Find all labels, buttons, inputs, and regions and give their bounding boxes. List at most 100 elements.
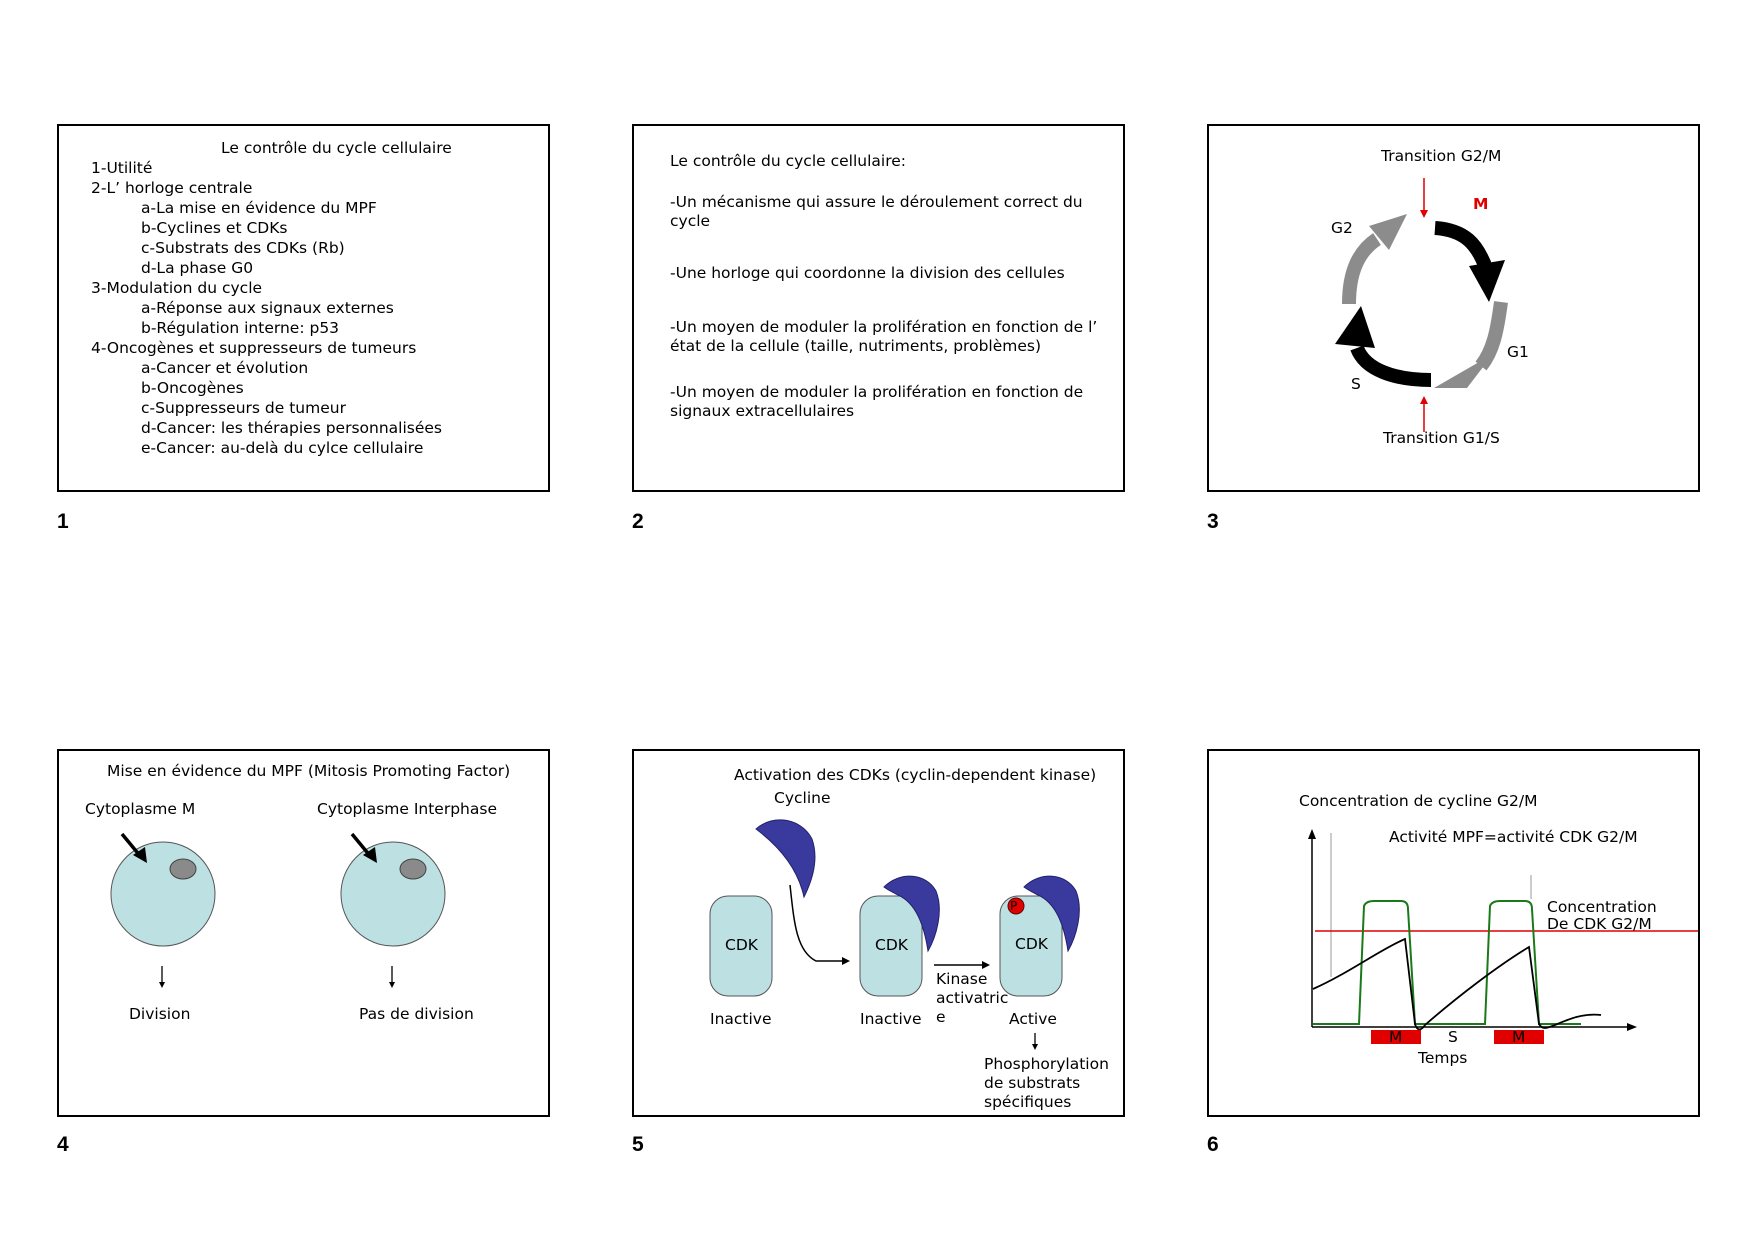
injection-arrowhead-interphase [363, 847, 377, 863]
slide-2-title: Le contrôle du cycle cellulaire: [670, 152, 906, 170]
outline-item: d-Cancer: les thérapies personnalisées [141, 419, 443, 437]
outline-item: d-La phase G0 [141, 259, 254, 277]
cyclin-bound-2 [1023, 875, 1080, 953]
slide-number-5: 5 [632, 1133, 644, 1156]
slide-2-point-4: -Un moyen de moduler la prolifération en… [670, 383, 1084, 420]
phase-g2-arrow [1342, 233, 1382, 305]
injection-arrowhead-m [133, 847, 147, 863]
outline-item: b-Régulation interne: p53 [141, 319, 340, 337]
active-label: Active [1009, 1010, 1057, 1028]
slide-5-title: Activation des CDKs (cyclin-dependent ki… [734, 766, 1097, 784]
nucleus-interphase [399, 858, 427, 880]
mpf-series-label: Activité MPF=activité CDK G2/M [1389, 828, 1638, 846]
slide-4-title: Mise en évidence du MPF (Mitosis Promoti… [107, 762, 511, 780]
outline-item: a-La mise en évidence du MPF [141, 199, 377, 217]
slide-1: Le contrôle du cycle cellulaire 1-Utilit… [57, 124, 550, 492]
result-line-2: de substrats [984, 1074, 1081, 1092]
mpf-activity-line [1313, 900, 1581, 1025]
x-axis-arrowhead [1627, 1023, 1637, 1031]
cdk-label-1: CDK [725, 936, 758, 954]
cdk-label-3: CDK [1015, 935, 1048, 953]
slide-1-title: Le contrôle du cycle cellulaire [221, 139, 452, 157]
transition-g2m-arrowhead [1420, 210, 1428, 218]
outline-item: b-Oncogènes [141, 379, 244, 397]
outline-item: c-Substrats des CDKs (Rb) [141, 239, 345, 257]
cdk-inactive-1 [709, 895, 773, 997]
slide-4: Mise en évidence du MPF (Mitosis Promoti… [57, 749, 550, 1117]
phase-g1-label: G1 [1507, 343, 1529, 361]
slide-2-point-3: -Un moyen de moduler la prolifération en… [670, 318, 1098, 355]
cdk-activation-diagram [709, 819, 1080, 1050]
cyclin-bound-1 [883, 875, 940, 953]
slide-number-1: 1 [57, 510, 69, 533]
phase-g1-arrowhead [1434, 354, 1493, 388]
outline-item: b-Cyclines et CDKs [141, 219, 288, 237]
slide-2: Le contrôle du cycle cellulaire: -Un méc… [632, 124, 1125, 492]
cycline-series-label: Concentration de cycline G2/M [1299, 792, 1538, 810]
kinase-label-1: Kinase [936, 970, 988, 988]
phosphate-label: P [1010, 899, 1018, 913]
transition-g1s-arrowhead [1420, 396, 1428, 404]
outline-item: 4-Oncogènes et suppresseurs de tumeurs [91, 339, 417, 357]
slide-number-3: 3 [1207, 510, 1219, 533]
slide-number-4: 4 [57, 1133, 69, 1156]
mpf-oscillation-chart [1308, 829, 1698, 1044]
cytoplasm-interphase-label: Cytoplasme Interphase [317, 800, 497, 818]
slide-6: Concentration de cycline G2/M Activité M… [1207, 749, 1700, 1117]
inactive-label-1: Inactive [710, 1010, 772, 1028]
phase-m-label-1: M [1389, 1028, 1403, 1046]
slide-2-point-2: -Une horloge qui coordonne la division d… [670, 264, 1065, 282]
outline-item: a-Réponse aux signaux externes [141, 299, 394, 317]
binding-arrow [789, 884, 846, 962]
transition-g1s-label: Transition G1/S [1383, 429, 1500, 447]
kinase-label-3: e [936, 1008, 946, 1026]
kinase-arrowhead [982, 961, 990, 969]
cdk-active [999, 895, 1063, 997]
transition-g2m-label: Transition G2/M [1381, 147, 1502, 165]
kinase-label-2: activatric [936, 989, 1009, 1007]
cdk-series-label-1: Concentration [1547, 898, 1657, 916]
phase-m-bar-1 [1371, 1030, 1421, 1044]
y-axis-arrowhead [1308, 829, 1316, 839]
result-line-1: Phosphorylation [984, 1055, 1109, 1073]
result-arrowhead-interphase [389, 982, 395, 988]
cell-cycle-diagram [1335, 178, 1508, 432]
phosphate-badge [1007, 897, 1025, 915]
phase-s-label: S [1448, 1028, 1458, 1046]
slide-number-6: 6 [1207, 1133, 1219, 1156]
result-line-3: spécifiques [984, 1093, 1072, 1111]
x-axis-label: Temps [1418, 1049, 1468, 1067]
result-arrowhead-m [159, 982, 165, 988]
phase-m-label: M [1473, 195, 1489, 213]
outline-item: e-Cancer: au-delà du cylce cellulaire [141, 439, 424, 457]
cdk-label-2: CDK [875, 936, 908, 954]
cdk-series-label-2: De CDK G2/M [1547, 915, 1652, 933]
result-arrowhead [1032, 1044, 1038, 1050]
cycline-label: Cycline [774, 789, 831, 807]
inactive-label-2: Inactive [860, 1010, 922, 1028]
mpf-diagram [110, 832, 446, 988]
phase-m-arrowhead [1469, 260, 1505, 302]
phase-s-label: S [1351, 375, 1361, 393]
phase-m-arrow [1434, 221, 1493, 271]
phase-g2-arrowhead [1369, 214, 1407, 250]
slide-5: Activation des CDKs (cyclin-dependent ki… [632, 749, 1125, 1117]
cdk-inactive-2 [859, 895, 923, 997]
outline-item: c-Suppresseurs de tumeur [141, 399, 346, 417]
cell-m [110, 841, 216, 947]
slide-number-2: 2 [632, 510, 644, 533]
cyclin-free [755, 819, 816, 899]
slide-3: Transition G2/M M G2 G1 S Transition G1/… [1207, 124, 1700, 492]
cell-interphase [340, 841, 446, 947]
phase-s-arrowhead [1335, 306, 1375, 348]
division-label: Division [129, 1005, 191, 1023]
nucleus-m [169, 858, 197, 880]
outline-item: 1-Utilité [91, 159, 153, 177]
phase-s-arrow [1350, 344, 1432, 387]
binding-arrowhead [842, 957, 850, 965]
outline-item: a-Cancer et évolution [141, 359, 309, 377]
cytoplasm-m-label: Cytoplasme M [85, 800, 196, 818]
phase-m-bar-2 [1494, 1030, 1544, 1044]
no-division-label: Pas de division [359, 1005, 474, 1023]
slide-1-outline: Le contrôle du cycle cellulaire 1-Utilit… [91, 138, 452, 458]
